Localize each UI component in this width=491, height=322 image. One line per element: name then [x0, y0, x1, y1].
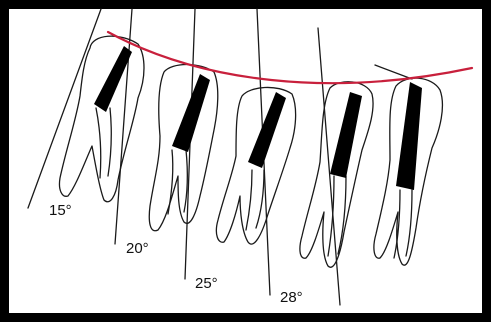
tooth-1: [59, 36, 144, 202]
tooth-1-outline: [59, 36, 144, 202]
tooth-5-enamel-wedge: [396, 82, 422, 190]
tooth-1-pulp: [96, 108, 111, 178]
tooth-4: [300, 82, 373, 268]
axis-line-1: [28, 9, 101, 208]
axis-lines: [28, 9, 412, 305]
tooth-4-enamel-wedge: [330, 92, 362, 178]
tooth-3-outline: [216, 87, 295, 244]
tooth-3: [216, 87, 295, 244]
angle-label-15: 15°: [49, 202, 72, 219]
angle-label-25: 25°: [195, 275, 218, 292]
tooth-3-enamel-wedge: [248, 92, 286, 168]
tooth-2: [149, 65, 218, 231]
tooth-3-pulp: [246, 170, 264, 230]
angle-label-20: 20°: [126, 240, 149, 257]
axis-line-6: [375, 65, 412, 79]
tooth-2-enamel-wedge: [172, 74, 210, 152]
angle-label-28: 28°: [280, 289, 303, 306]
axis-line-2: [115, 9, 132, 244]
tooth-5: [374, 78, 443, 265]
